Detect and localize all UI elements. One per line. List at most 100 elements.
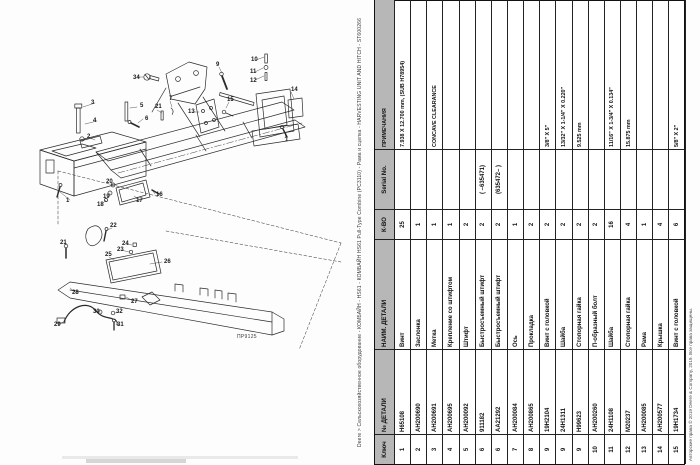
cell-name: Винт — [395, 239, 412, 349]
cell-name: Стопорная гайка — [620, 239, 638, 349]
cell-key: 6 — [491, 434, 508, 464]
callout-1: 1 — [66, 198, 70, 204]
cell-key: 5 — [459, 434, 476, 464]
cell-name: Ось — [507, 239, 525, 349]
cell-part: AH200691 — [427, 349, 444, 434]
header-part: № ДЕТАЛИ — [375, 349, 395, 434]
cell-key: 15 — [669, 434, 686, 464]
cell-notes: 11/16" X 1-3/4" X 0.134" — [604, 0, 621, 149]
cell-key: 8 — [524, 434, 541, 464]
cell-serial — [604, 149, 621, 209]
cell-key: 13 — [637, 434, 654, 464]
cell-serial — [524, 149, 541, 209]
cell-serial — [427, 149, 444, 209]
cell-notes — [653, 0, 670, 149]
cell-serial — [669, 149, 686, 209]
cell-notes: 7.938 X 12.700 mm, (SUB H78954) — [395, 0, 412, 149]
callout-22: 22 — [110, 223, 117, 229]
cell-qty: 1 — [637, 209, 654, 239]
cell-part: AH200084 — [507, 349, 525, 434]
cell-part: AH200092 — [459, 349, 476, 434]
cell-part: H65108 — [395, 349, 412, 434]
cell-key: 9 — [572, 434, 589, 464]
cell-name: Шайба — [604, 239, 621, 349]
cell-serial — [556, 149, 573, 209]
cell-qty: 1 — [443, 209, 460, 239]
cell-notes: 13/32" X 1-1/4" X 0.220" — [556, 0, 573, 149]
cell-part: 24H1108 — [604, 349, 621, 434]
cell-notes — [637, 0, 654, 149]
scan-artifact — [86, 459, 186, 463]
callout-29: 29 — [54, 322, 61, 328]
callout-1: 1 — [285, 137, 289, 143]
callout-3: 3 — [91, 100, 95, 106]
cell-part: AH200577 — [653, 349, 670, 434]
cell-name: Крышка — [653, 239, 670, 349]
cell-key: 14 — [653, 434, 670, 464]
callout-5: 5 — [140, 103, 144, 109]
cell-serial: ( –635471) — [475, 149, 492, 209]
callout-20: 20 — [106, 179, 113, 185]
cell-serial — [507, 149, 525, 209]
callout-27: 27 — [131, 299, 138, 305]
callout-25: 25 — [105, 252, 112, 258]
header-serial: Serial No. — [375, 149, 395, 209]
callout-18: 18 — [97, 202, 104, 208]
cell-serial — [588, 149, 605, 209]
cell-qty: 2 — [524, 209, 541, 239]
cell-key: 11 — [604, 434, 621, 464]
cell-qty: 25 — [395, 209, 412, 239]
cell-name: П-образный болт — [588, 239, 605, 349]
cell-serial — [620, 149, 638, 209]
cell-serial — [572, 149, 589, 209]
cell-key: 7 — [507, 434, 525, 464]
cell-qty: 2 — [475, 209, 492, 239]
cell-part: AH200085 — [637, 349, 654, 434]
cell-notes — [411, 0, 428, 149]
cell-part: AA21292 — [491, 349, 508, 434]
cell-name: Штифт — [459, 239, 476, 349]
callout-11: 11 — [250, 69, 257, 75]
cell-notes: CONCAVE CLEARANCE — [427, 0, 444, 149]
cell-name: Шайба — [556, 239, 573, 349]
cell-part: AH200260 — [588, 349, 605, 434]
cell-name: Заслонка — [411, 239, 428, 349]
callout-16: 16 — [156, 192, 163, 198]
copyright-notice: Авторские права © 2019 Deere & Company, … — [688, 307, 693, 461]
cell-part: 911182 — [475, 349, 492, 434]
cell-key: 9 — [556, 434, 573, 464]
callout-15: 15 — [227, 97, 234, 103]
cell-qty: 1 — [411, 209, 428, 239]
cell-qty: 2 — [491, 209, 508, 239]
cell-qty: 1 — [427, 209, 444, 239]
cell-serial — [540, 149, 557, 209]
scan-artifact — [62, 456, 298, 459]
callout-21: 21 — [60, 240, 67, 246]
cell-notes: 3/8" X 5" — [540, 0, 557, 149]
callout-14: 14 — [291, 87, 298, 93]
cell-serial — [411, 149, 428, 209]
cell-name: Крепление со штифтом — [443, 239, 460, 349]
cell-serial — [443, 149, 460, 209]
callout-7: 7 — [169, 96, 173, 102]
cell-part: AH200865 — [524, 349, 541, 434]
cell-part: 24H1311 — [556, 349, 573, 434]
cell-notes — [459, 0, 476, 149]
callout-26: 26 — [164, 259, 171, 265]
exploded-diagram: 3491011121413153456217212019181617122212… — [39, 53, 342, 351]
cell-serial — [459, 149, 476, 209]
cell-name: Прокладка — [524, 239, 541, 349]
cell-notes: 5/8" X 2" — [669, 0, 686, 149]
callout-9: 9 — [216, 62, 220, 68]
figure-label: ПР9125 — [237, 334, 257, 340]
callout-28: 28 — [72, 290, 79, 296]
cell-part: H99623 — [572, 349, 589, 434]
callout-4: 4 — [93, 118, 97, 124]
callout-21: 21 — [155, 104, 162, 110]
cell-part: AH200695 — [443, 349, 460, 434]
cell-name: Винт с головкой — [540, 239, 557, 349]
cell-key: 1 — [395, 434, 412, 464]
callout-30: 30 — [93, 309, 100, 315]
cell-part: M20237 — [620, 349, 638, 434]
